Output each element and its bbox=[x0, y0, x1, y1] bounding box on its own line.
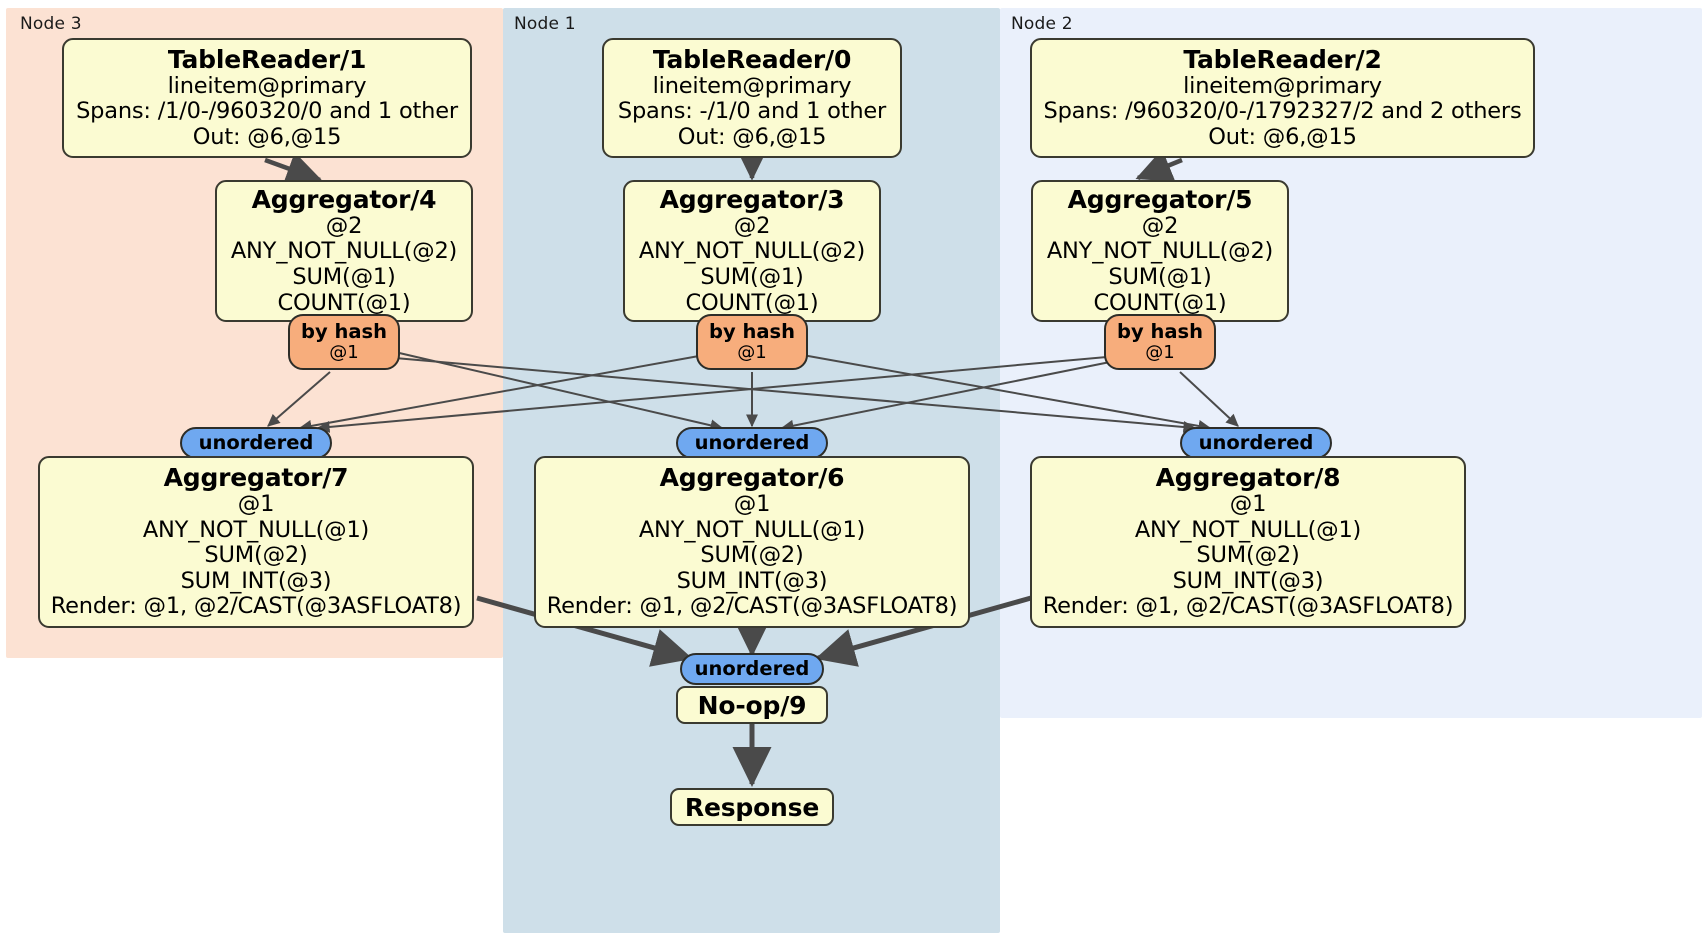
router-type-label: by hash bbox=[301, 320, 387, 344]
processor-detail: SUM(@1) bbox=[1108, 264, 1212, 290]
processor-detail: Out: @6,@15 bbox=[1208, 123, 1357, 150]
router-by-hash-center[interactable]: by hash @1 bbox=[696, 314, 808, 370]
processor-detail: SUM_INT(@3) bbox=[676, 567, 828, 594]
processor-table-reader-2[interactable]: TableReader/2 lineitem@primary Spans: /9… bbox=[1030, 38, 1535, 158]
processor-title: Aggregator/8 bbox=[1155, 462, 1341, 492]
processor-title: Response bbox=[684, 792, 820, 822]
router-by-hash-left[interactable]: by hash @1 bbox=[288, 314, 400, 370]
processor-detail: @2 bbox=[1141, 212, 1179, 239]
router-type-label: unordered bbox=[694, 430, 810, 454]
router-unordered-center[interactable]: unordered bbox=[676, 427, 828, 459]
processor-title: Aggregator/5 bbox=[1067, 184, 1253, 214]
processor-detail: COUNT(@1) bbox=[1093, 289, 1227, 316]
processor-table-reader-0[interactable]: TableReader/0 lineitem@primary Spans: -/… bbox=[602, 38, 902, 158]
processor-detail: Out: @6,@15 bbox=[192, 123, 342, 150]
router-type-label: unordered bbox=[694, 656, 810, 680]
processor-detail: SUM(@2) bbox=[204, 542, 308, 569]
router-column-label: @1 bbox=[329, 341, 359, 363]
processor-title: Aggregator/6 bbox=[659, 462, 845, 492]
processor-title: No-op/9 bbox=[697, 690, 807, 720]
processor-aggregator-5[interactable]: Aggregator/5 @2 ANY_NOT_NULL(@2) SUM(@1)… bbox=[1031, 180, 1289, 322]
processor-table-reader-1[interactable]: TableReader/1 lineitem@primary Spans: /1… bbox=[62, 38, 472, 158]
processor-title: TableReader/1 bbox=[167, 44, 367, 74]
processor-detail: Out: @6,@15 bbox=[677, 123, 827, 150]
processor-detail: @2 bbox=[325, 212, 363, 239]
processor-detail: Spans: -/1/0 and 1 other bbox=[617, 98, 887, 125]
router-column-label: @1 bbox=[1145, 341, 1175, 363]
processor-detail: ANY_NOT_NULL(@1) bbox=[1134, 516, 1362, 543]
processor-detail: ANY_NOT_NULL(@1) bbox=[142, 516, 370, 543]
processor-detail: SUM_INT(@3) bbox=[180, 567, 332, 594]
processor-detail: lineitem@primary bbox=[167, 72, 367, 99]
processor-detail: @1 bbox=[733, 490, 771, 517]
processor-detail: Spans: /960320/0-/1792327/2 and 2 others bbox=[1043, 98, 1522, 125]
processor-detail: @1 bbox=[1229, 490, 1267, 517]
processor-noop-9[interactable]: No-op/9 bbox=[676, 686, 828, 724]
processor-aggregator-3[interactable]: Aggregator/3 @2 ANY_NOT_NULL(@2) SUM(@1)… bbox=[623, 180, 881, 322]
processor-detail: @1 bbox=[237, 490, 275, 517]
processor-detail: Render: @1, @2/CAST(@3ASFLOAT8) bbox=[50, 593, 462, 620]
router-column-label: @1 bbox=[737, 341, 767, 363]
processor-detail: COUNT(@1) bbox=[277, 289, 411, 316]
processor-title: TableReader/0 bbox=[652, 44, 852, 74]
processor-response[interactable]: Response bbox=[670, 788, 834, 826]
processor-title: Aggregator/3 bbox=[659, 184, 845, 214]
router-unordered-left[interactable]: unordered bbox=[180, 427, 332, 459]
processor-title: TableReader/2 bbox=[1183, 44, 1382, 74]
processor-detail: ANY_NOT_NULL(@2) bbox=[230, 238, 458, 265]
processor-aggregator-7[interactable]: Aggregator/7 @1 ANY_NOT_NULL(@1) SUM(@2)… bbox=[38, 456, 474, 628]
router-unordered-final[interactable]: unordered bbox=[680, 653, 824, 685]
processor-detail: ANY_NOT_NULL(@2) bbox=[1046, 238, 1274, 265]
processor-aggregator-8[interactable]: Aggregator/8 @1 ANY_NOT_NULL(@1) SUM(@2)… bbox=[1030, 456, 1466, 628]
router-type-label: unordered bbox=[1198, 430, 1314, 454]
processor-title: Aggregator/4 bbox=[251, 184, 437, 214]
processor-detail: ANY_NOT_NULL(@2) bbox=[638, 238, 866, 265]
processor-detail: SUM(@2) bbox=[1196, 542, 1300, 569]
processor-detail: COUNT(@1) bbox=[685, 289, 819, 316]
processor-detail: Render: @1, @2/CAST(@3ASFLOAT8) bbox=[1042, 593, 1454, 620]
router-type-label: unordered bbox=[198, 430, 314, 454]
router-type-label: by hash bbox=[709, 320, 795, 344]
processor-detail: lineitem@primary bbox=[1183, 72, 1382, 99]
processor-title: Aggregator/7 bbox=[163, 462, 349, 492]
processor-detail: SUM(@2) bbox=[700, 542, 804, 569]
node-label-node3: Node 3 bbox=[20, 14, 82, 34]
node-label-node2: Node 2 bbox=[1011, 14, 1073, 34]
router-by-hash-right[interactable]: by hash @1 bbox=[1104, 314, 1216, 370]
processor-detail: SUM(@1) bbox=[700, 264, 804, 290]
processor-aggregator-4[interactable]: Aggregator/4 @2 ANY_NOT_NULL(@2) SUM(@1)… bbox=[215, 180, 473, 322]
processor-aggregator-6[interactable]: Aggregator/6 @1 ANY_NOT_NULL(@1) SUM(@2)… bbox=[534, 456, 970, 628]
processor-detail: Render: @1, @2/CAST(@3ASFLOAT8) bbox=[546, 593, 958, 620]
router-type-label: by hash bbox=[1117, 320, 1203, 344]
processor-detail: lineitem@primary bbox=[652, 72, 852, 99]
processor-detail: SUM_INT(@3) bbox=[1172, 567, 1324, 594]
processor-detail: SUM(@1) bbox=[292, 264, 396, 290]
processor-detail: @2 bbox=[733, 212, 771, 239]
router-unordered-right[interactable]: unordered bbox=[1180, 427, 1332, 459]
processor-detail: ANY_NOT_NULL(@1) bbox=[638, 516, 866, 543]
processor-detail: Spans: /1/0-/960320/0 and 1 other bbox=[76, 98, 458, 125]
node-label-node1: Node 1 bbox=[514, 14, 576, 34]
